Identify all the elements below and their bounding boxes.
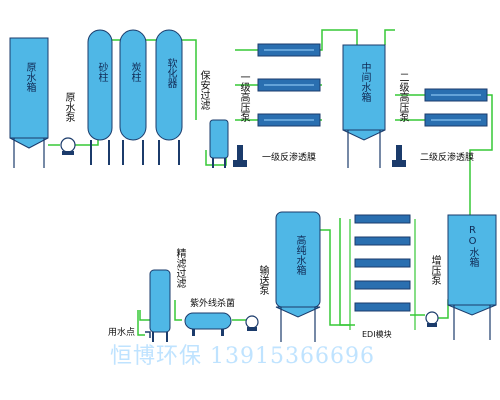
fine-filter-label: 精滤过滤 xyxy=(174,248,185,288)
booster-pump xyxy=(425,311,439,327)
edi-modules xyxy=(349,214,416,330)
use-point-label: 用水点 xyxy=(108,328,136,338)
stage1-high-pressure-pump xyxy=(233,145,247,167)
pure-tank-label: 高纯水箱 xyxy=(294,235,305,275)
stage1-pump-label: 一级高压泵 xyxy=(238,72,249,122)
ro-water-tank xyxy=(447,214,497,340)
booster-pump-label: 增压泵 xyxy=(429,255,440,285)
stage1-ro-label: 一级反渗透膜 xyxy=(262,153,317,163)
carbon-filter-column xyxy=(119,29,147,165)
fine-filter xyxy=(149,269,171,342)
watermark: 恒博环保 13915366696 xyxy=(110,344,375,369)
softener-label: 软化器 xyxy=(165,58,176,88)
security-filter xyxy=(209,119,229,168)
raw-pump-label: 原水泵 xyxy=(63,92,74,122)
stage2-ro-membranes xyxy=(424,88,488,127)
raw-water-pump xyxy=(60,137,76,155)
stage2-ro-label: 二级反渗透膜 xyxy=(420,153,475,163)
security-filter-label: 保安过滤 xyxy=(198,70,209,110)
stage2-pump-label: 二级高压泵 xyxy=(397,72,408,122)
stage2-high-pressure-pump xyxy=(392,145,406,167)
uv-sterilizer xyxy=(184,312,232,336)
pure-water-tank xyxy=(275,211,321,342)
middle-tank-label: 中间水箱 xyxy=(359,62,370,102)
stage1-ro-membranes xyxy=(257,43,321,127)
use-point-tap xyxy=(137,310,151,338)
edi-label: EDI模块 xyxy=(362,330,392,339)
sand-filter-column xyxy=(87,29,113,165)
raw-tank-label: 原水箱 xyxy=(24,62,35,92)
ro-tank-label: RO水箱 xyxy=(467,225,478,267)
middle-water-tank xyxy=(342,44,386,168)
carbon-filter-label: 炭柱 xyxy=(129,62,140,82)
transfer-pump xyxy=(245,315,259,331)
transfer-pump-label: 输送泵 xyxy=(257,265,268,295)
softener-column xyxy=(155,29,183,165)
sand-filter-label: 砂柱 xyxy=(96,62,107,82)
uv-label: 紫外线杀菌 xyxy=(190,299,236,309)
raw-water-tank xyxy=(9,37,49,168)
pipe-network xyxy=(48,29,493,326)
